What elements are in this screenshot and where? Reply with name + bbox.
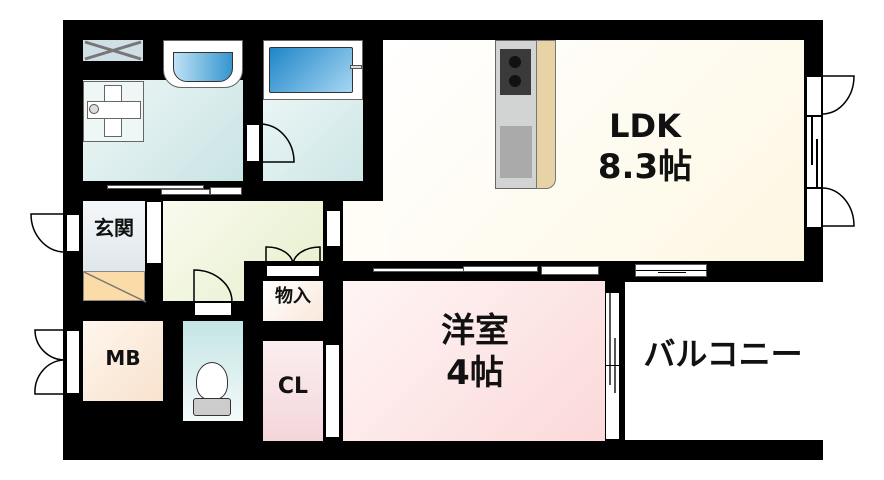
meter-box-label: MB bbox=[105, 346, 141, 370]
ldk-room bbox=[383, 40, 804, 261]
washbasin-icon bbox=[163, 40, 243, 88]
western-room-name: 洋室 bbox=[441, 311, 509, 351]
kitchen-counter bbox=[495, 40, 557, 190]
western-room-size: 4帖 bbox=[446, 353, 504, 393]
front-door[interactable] bbox=[66, 214, 80, 252]
kitchen-counter-wood bbox=[536, 40, 556, 189]
ldk-window-bottom[interactable] bbox=[806, 188, 822, 228]
ldk-size: 8.3帖 bbox=[597, 147, 693, 187]
ldk-window-top-swing bbox=[821, 75, 855, 115]
storage-label: 物入 bbox=[275, 286, 311, 307]
ldk-door[interactable] bbox=[326, 210, 341, 247]
entrance-label: 玄関 bbox=[94, 216, 134, 240]
washroom-sliding-door[interactable] bbox=[107, 185, 242, 195]
bathtub-icon bbox=[263, 40, 363, 100]
storage-door-swing bbox=[265, 246, 321, 266]
ldk-sliding-door[interactable] bbox=[373, 266, 599, 276]
entrance bbox=[83, 201, 145, 271]
ldk-window-mid[interactable] bbox=[806, 116, 822, 188]
ldk-window-top[interactable] bbox=[806, 76, 822, 116]
shoe-box-icon bbox=[83, 271, 147, 303]
storage bbox=[263, 281, 323, 321]
mb-door-swing bbox=[34, 329, 66, 395]
kitchen-sink-icon bbox=[500, 126, 532, 178]
balcony-divider bbox=[620, 282, 624, 442]
meter-box bbox=[83, 321, 163, 401]
hall-door-panel bbox=[146, 201, 162, 264]
storage-door[interactable] bbox=[266, 265, 320, 277]
balcony-area bbox=[625, 282, 825, 440]
bathroom-door[interactable] bbox=[246, 124, 260, 162]
ldk-room-lower bbox=[343, 201, 388, 261]
toilet-door[interactable] bbox=[194, 302, 232, 316]
closet-door[interactable] bbox=[325, 344, 340, 438]
ventilation-icon bbox=[83, 40, 143, 61]
western-room bbox=[343, 281, 605, 441]
bathroom-door-swing bbox=[259, 123, 295, 163]
closet-label: CL bbox=[277, 374, 309, 399]
ldk-window-bottom-swing bbox=[821, 187, 855, 227]
kitchen-stove-icon bbox=[500, 49, 531, 95]
toilet-door-swing bbox=[193, 269, 233, 303]
mb-door[interactable] bbox=[66, 330, 80, 394]
balcony-bottom-wall bbox=[625, 440, 823, 460]
western-room-window[interactable] bbox=[605, 292, 620, 440]
ldk-balcony-window[interactable] bbox=[635, 264, 708, 277]
balcony-label: バルコニー bbox=[643, 335, 803, 373]
toilet-icon bbox=[193, 362, 231, 416]
ldk-name: LDK bbox=[609, 107, 681, 145]
closet bbox=[263, 341, 323, 441]
front-door-swing bbox=[30, 213, 66, 253]
washing-machine-icon bbox=[83, 81, 144, 142]
